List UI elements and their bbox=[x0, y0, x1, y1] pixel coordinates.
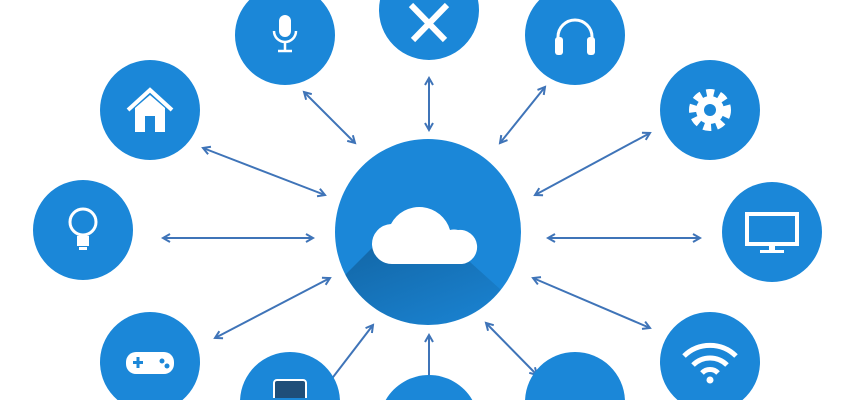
tools-icon bbox=[408, 2, 450, 43]
device-node bbox=[660, 60, 760, 160]
wifi-icon bbox=[682, 342, 738, 384]
device-node bbox=[379, 0, 479, 60]
gamepad-icon bbox=[126, 352, 174, 374]
bidirectional-arrow bbox=[203, 148, 325, 195]
node-circle bbox=[525, 352, 625, 400]
bidirectional-arrow bbox=[500, 87, 545, 143]
device-node bbox=[660, 312, 760, 400]
device-node bbox=[385, 375, 473, 400]
node-circle bbox=[525, 0, 625, 85]
bidirectional-arrow bbox=[215, 278, 330, 338]
headphones-icon bbox=[555, 18, 595, 55]
gear-icon bbox=[689, 89, 731, 131]
microphone-icon bbox=[272, 15, 298, 53]
node-circle bbox=[379, 0, 479, 60]
bidirectional-arrow bbox=[533, 278, 650, 328]
lightbulb-icon bbox=[68, 207, 98, 250]
cloud-icon bbox=[371, 206, 478, 265]
node-circle bbox=[385, 375, 473, 400]
cloud-hub bbox=[335, 139, 521, 325]
device-node bbox=[100, 60, 200, 160]
bidirectional-arrow bbox=[327, 325, 373, 385]
node-circle bbox=[722, 182, 822, 282]
tablet-icon bbox=[273, 379, 307, 398]
device-node bbox=[240, 351, 340, 400]
bidirectional-arrow bbox=[486, 323, 537, 375]
house-icon bbox=[126, 87, 174, 132]
device-node bbox=[32, 179, 134, 281]
device-node bbox=[100, 311, 200, 400]
device-node bbox=[235, 0, 335, 85]
monitor-icon bbox=[745, 212, 799, 253]
device-node bbox=[722, 182, 822, 282]
node-circle bbox=[32, 179, 134, 281]
node-circle bbox=[240, 351, 340, 400]
device-node bbox=[525, 352, 625, 400]
bidirectional-arrow bbox=[535, 133, 650, 195]
device-node bbox=[525, 0, 625, 85]
bidirectional-arrow bbox=[304, 92, 355, 143]
